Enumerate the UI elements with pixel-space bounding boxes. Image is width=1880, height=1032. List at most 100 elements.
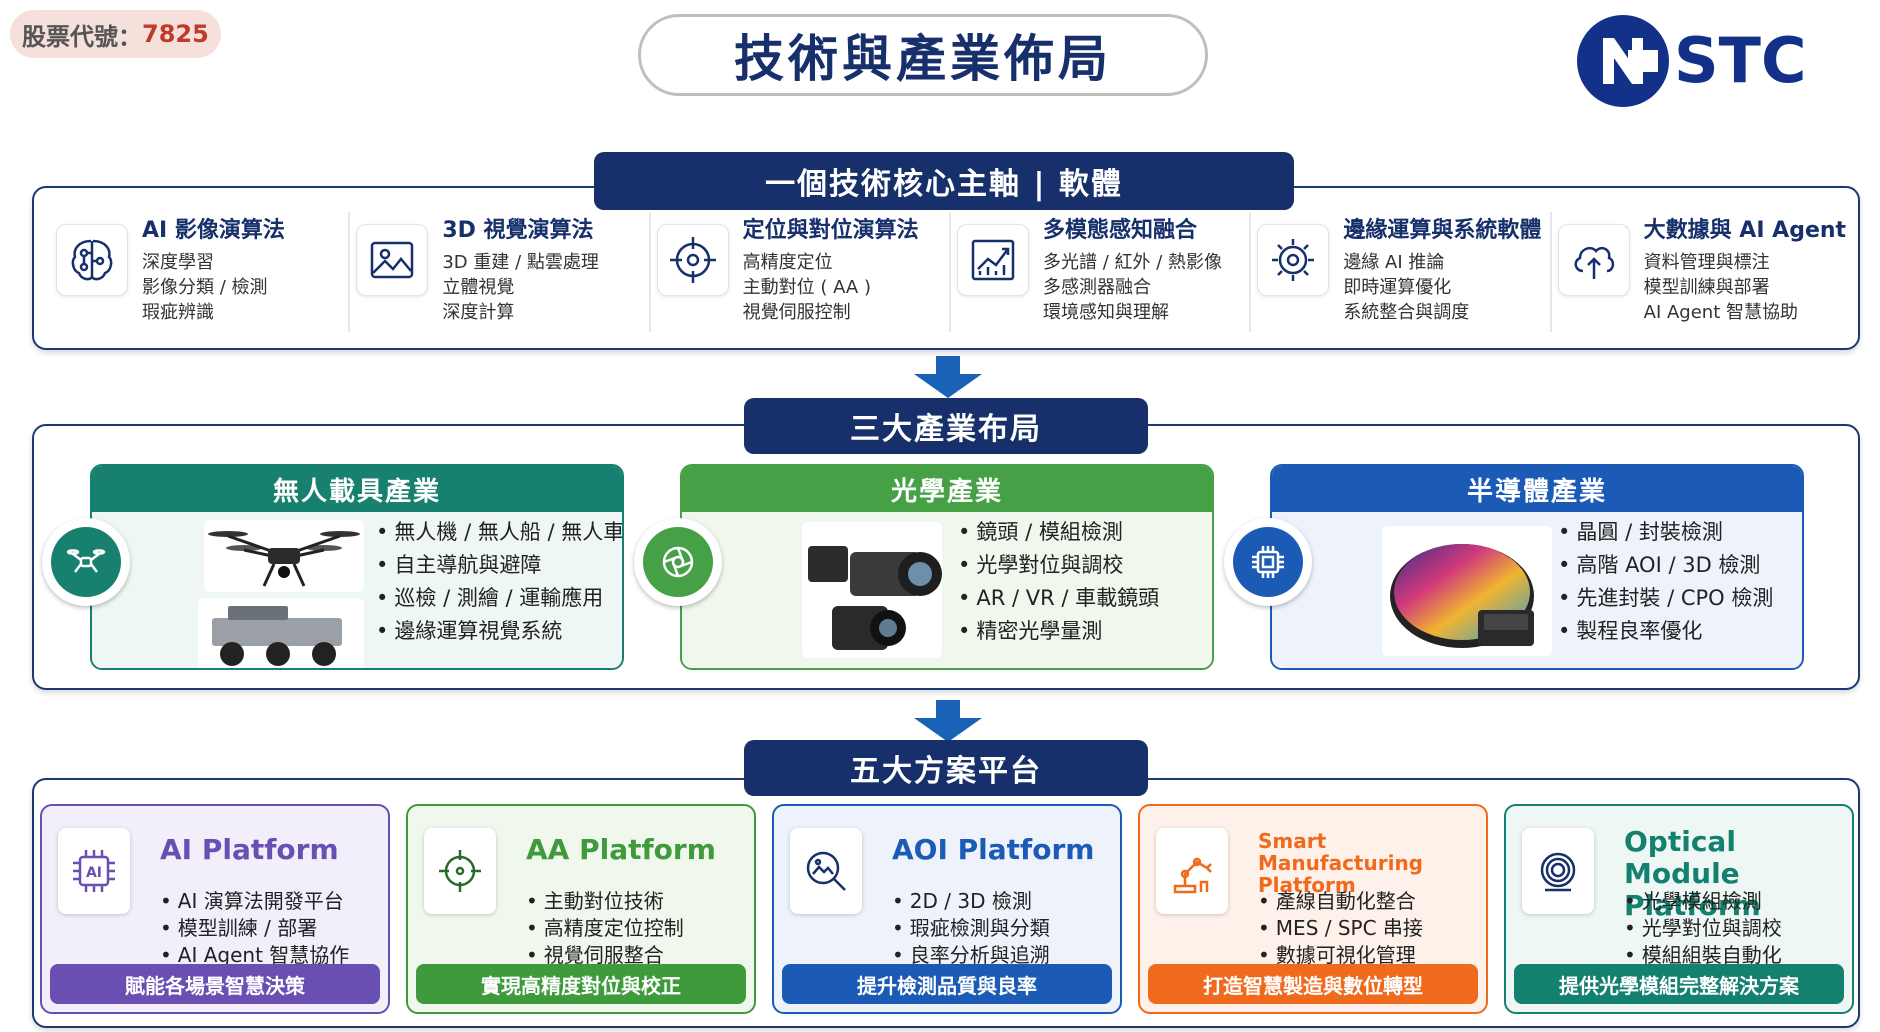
ai-chip-icon: AI	[58, 828, 130, 914]
image-icon	[356, 224, 429, 296]
platform-card-aa: AA Platform 主動對位技術 高精度定位控制 視覺伺服整合 實現高精度對…	[406, 804, 756, 1014]
core-item-positioning: 定位與對位演算法 高精度定位 主動對位 ( AA ) 視覺伺服控制	[651, 212, 951, 332]
industry-card-optics: 光學產業 鏡頭 / 模組檢測 光學對位與調校 AR / VR / 車載鏡頭 精密…	[680, 464, 1214, 670]
drone-image	[204, 520, 364, 592]
industry-bullet: 製程良率優化	[1558, 615, 1773, 648]
platform-card-ai: AI AI Platform AI 演算法開發平台 模型訓練 / 部署 AI A…	[40, 804, 390, 1014]
industry-card-title: 半導體產業	[1272, 466, 1802, 512]
platform-card-smart-manufacturing: Smart Manufacturing Platform 產線自動化整合 MES…	[1138, 804, 1488, 1014]
core-item-title: 大數據與 AI Agent	[1643, 218, 1847, 243]
page-title: 技術與產業佈局	[638, 14, 1208, 96]
core-item-line: 影像分類 / 檢測	[142, 277, 268, 298]
platform-bullet: 數據可視化管理	[1258, 942, 1423, 969]
core-item-line: 立體視覺	[442, 277, 515, 298]
platform-footer: 打造智慧製造與數位轉型	[1148, 964, 1478, 1004]
chart-icon	[956, 224, 1029, 296]
core-item-title: 3D 視覺演算法	[442, 218, 594, 243]
svg-text:STC: STC	[1674, 24, 1806, 97]
industry-bullet: 邊緣運算視覺系統	[376, 615, 622, 648]
core-section	[32, 186, 1860, 350]
stock-code-number: 7825	[142, 20, 209, 48]
platform-bullet: 瑕疵檢測與分類	[892, 915, 1050, 942]
industry-bullet: 自主導航與避障	[376, 549, 622, 582]
industry-card-title: 光學產業	[682, 466, 1212, 512]
core-item-line: 環境感知與理解	[1042, 302, 1169, 323]
platform-title: AA Platform	[526, 833, 716, 866]
core-item-line: 瑕疵辨識	[142, 302, 214, 323]
wafer-image	[1382, 526, 1552, 656]
industry-bullet: 精密光學量測	[958, 615, 1159, 648]
crosshair-icon	[656, 224, 729, 296]
industry-card-title: 無人載具產業	[92, 466, 622, 512]
platform-section-tab: 五大方案平台	[744, 740, 1148, 796]
industry-section-tab: 三大產業布局	[744, 398, 1148, 454]
platform-bullet: 光學對位與調校	[1624, 915, 1782, 942]
ugv-image	[198, 598, 364, 668]
industry-bullet: 巡檢 / 測繪 / 運輸應用	[376, 582, 622, 615]
platform-footer: 提供光學模組完整解決方案	[1514, 964, 1844, 1004]
core-item-title: 多模態感知融合	[1042, 218, 1197, 243]
industry-card-drone: 無人載具產業 無人機 / 無人船 / 無人車 自主導航與避障	[90, 464, 624, 670]
camera-modules-image	[802, 522, 942, 658]
core-item-ai-imaging: AI 影像演算法 深度學習 影像分類 / 檢測 瑕疵辨識	[50, 212, 351, 332]
core-item-line: 高精度定位	[742, 252, 833, 273]
core-item-line: 深度學習	[142, 252, 214, 273]
core-item-line: 邊緣 AI 推論	[1343, 252, 1445, 273]
chip-icon	[1224, 518, 1312, 606]
svg-text:AI: AI	[86, 865, 102, 881]
core-item-line: 模型訓練與部署	[1643, 277, 1770, 298]
industry-card-semiconductor: 半導體產業 晶圓 / 封裝檢測 高階 AOI / 3D 檢測 先進封裝 / C	[1270, 464, 1804, 670]
core-section-tab: 一個技術核心主軸 | 軟體	[594, 152, 1294, 210]
platform-bullet: AI 演算法開發平台	[160, 888, 349, 915]
crosshair-icon	[424, 828, 496, 914]
stock-code-badge: 股票代號： 7825	[10, 10, 221, 58]
core-tech-row: AI 影像演算法 深度學習 影像分類 / 檢測 瑕疵辨識 3D 視覺演算法 3D…	[50, 212, 1850, 332]
optical-rings-icon	[1522, 828, 1594, 914]
core-item-bigdata: 大數據與 AI Agent 資料管理與標注 模型訓練與部署 AI Agent 智…	[1552, 212, 1850, 332]
industry-bullet: 先進封裝 / CPO 檢測	[1558, 582, 1773, 615]
industry-bullet: 高階 AOI / 3D 檢測	[1558, 549, 1773, 582]
platform-bullet: 模型訓練 / 部署	[160, 915, 349, 942]
industry-bullet: AR / VR / 車載鏡頭	[958, 582, 1159, 615]
platform-card-optical-module: Optical Module Platform 光學模組檢測 光學對位與調校 模…	[1504, 804, 1854, 1014]
core-item-multimodal: 多模態感知融合 多光譜 / 紅外 / 熱影像 多感測器融合 環境感知與理解	[951, 212, 1252, 332]
lens-aperture-icon	[634, 518, 722, 606]
platform-bullet: MES / SPC 串接	[1258, 915, 1423, 942]
core-item-title: 定位與對位演算法	[742, 218, 919, 243]
core-item-line: AI Agent 智慧協助	[1643, 302, 1798, 323]
platform-bullet: 模組組裝自動化	[1624, 942, 1782, 969]
core-item-line: 資料管理與標注	[1643, 252, 1770, 273]
industry-bullet: 晶圓 / 封裝檢測	[1558, 516, 1773, 549]
platform-card-aoi: AOI Platform 2D / 3D 檢測 瑕疵檢測與分類 良率分析與追溯 …	[772, 804, 1122, 1014]
down-arrow-icon	[914, 700, 982, 742]
core-item-edge: 邊緣運算與系統軟體 邊緣 AI 推論 即時運算優化 系統整合與調度	[1251, 212, 1552, 332]
core-item-line: 多光譜 / 紅外 / 熱影像	[1042, 252, 1222, 273]
platform-title: AOI Platform	[892, 833, 1095, 866]
gear-icon	[1257, 224, 1330, 296]
platform-bullet: AI Agent 智慧協作	[160, 942, 350, 969]
core-item-line: 3D 重建 / 點雲處理	[442, 252, 599, 273]
platform-title: AI Platform	[160, 833, 339, 866]
core-item-3d-vision: 3D 視覺演算法 3D 重建 / 點雲處理 立體視覺 深度計算	[350, 212, 651, 332]
platform-bullet: 高精度定位控制	[526, 915, 684, 942]
core-item-line: 系統整合與調度	[1343, 302, 1470, 323]
platform-footer: 提升檢測品質與良率	[782, 964, 1112, 1004]
core-item-title: 邊緣運算與系統軟體	[1343, 218, 1542, 243]
platform-footer: 實現高精度對位與校正	[416, 964, 746, 1004]
drone-icon	[42, 518, 130, 606]
core-item-title: AI 影像演算法	[142, 218, 285, 243]
down-arrow-icon	[914, 356, 982, 398]
platform-bullet: 光學模組檢測	[1624, 888, 1782, 915]
platform-bullet: 2D / 3D 檢測	[892, 888, 1050, 915]
platform-bullet: 主動對位技術	[526, 888, 684, 915]
core-item-line: 多感測器融合	[1042, 277, 1151, 298]
core-item-line: 視覺伺服控制	[742, 302, 851, 323]
company-logo: STC	[1577, 15, 1806, 107]
platform-bullet: 良率分析與追溯	[892, 942, 1050, 969]
platform-bullet: 產線自動化整合	[1258, 888, 1423, 915]
cloud-upload-icon	[1557, 224, 1630, 296]
industry-bullet: 無人機 / 無人船 / 無人車	[376, 516, 622, 549]
platform-footer: 賦能各場景智慧決策	[50, 964, 380, 1004]
core-item-line: 即時運算優化	[1343, 277, 1452, 298]
robot-arm-icon	[1156, 828, 1228, 914]
